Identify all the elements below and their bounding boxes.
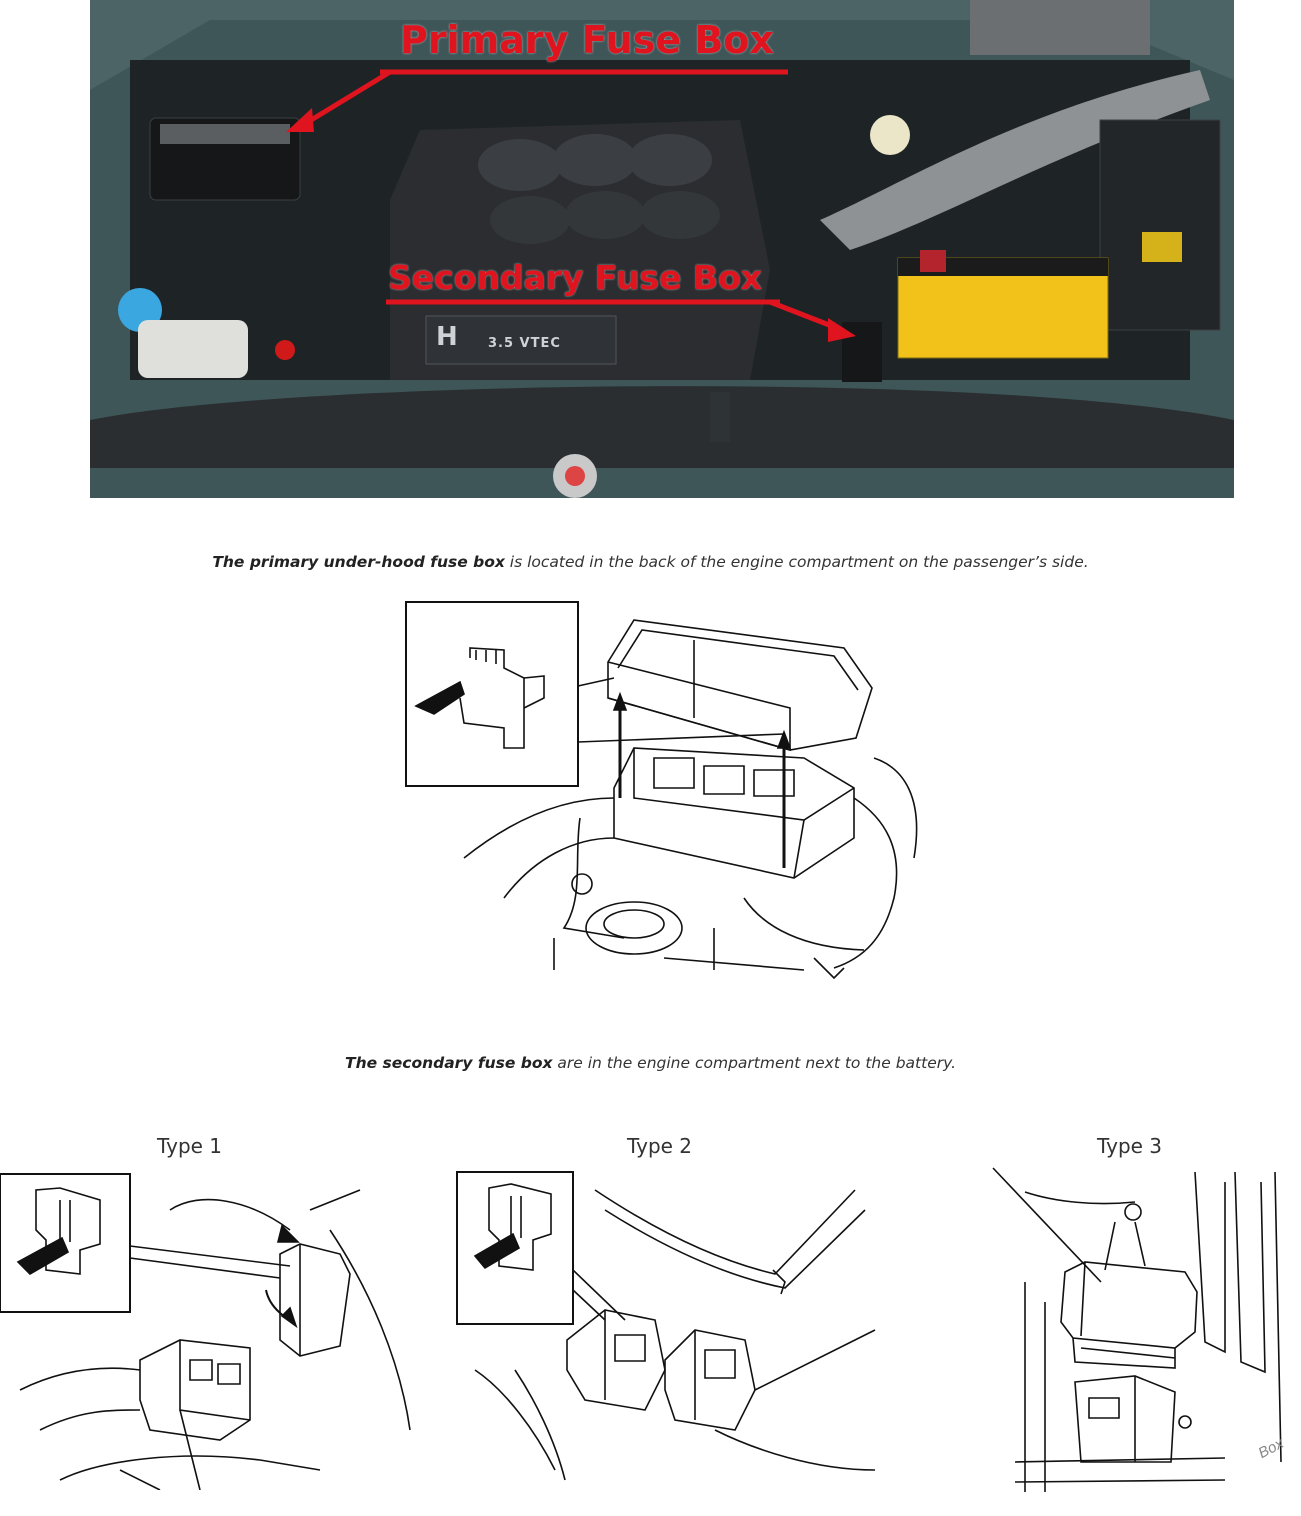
type-2-diagram [455, 1170, 885, 1490]
primary-caption-text: is located in the back of the engine com… [504, 553, 1089, 571]
secondary-fuse-box-label: Secondary Fuse Box [388, 258, 763, 297]
engine-badge-text: 3.5 VTEC [488, 336, 561, 351]
primary-caption-bold: The primary under-hood fuse box [212, 553, 505, 571]
type-3-label: Type 3 [1097, 1134, 1163, 1158]
secondary-caption-text: are in the engine compartment next to th… [552, 1054, 956, 1072]
secondary-caption-bold: The secondary fuse box [345, 1054, 553, 1072]
type-2-label: Type 2 [627, 1134, 693, 1158]
type-3-diagram [985, 1162, 1301, 1507]
type-1-label: Type 1 [157, 1134, 223, 1158]
primary-fuse-box-label: Primary Fuse Box [400, 18, 774, 62]
honda-logo: H [436, 322, 459, 352]
primary-fuse-box-diagram [404, 598, 944, 998]
engine-bay-illustration [90, 0, 1234, 498]
engine-bay-photo: Primary Fuse Box Secondary Fuse Box H 3.… [90, 0, 1234, 498]
secondary-caption: The secondary fuse box are in the engine… [0, 1054, 1301, 1072]
type-1-diagram [0, 1170, 420, 1490]
primary-caption: The primary under-hood fuse box is locat… [0, 553, 1301, 571]
